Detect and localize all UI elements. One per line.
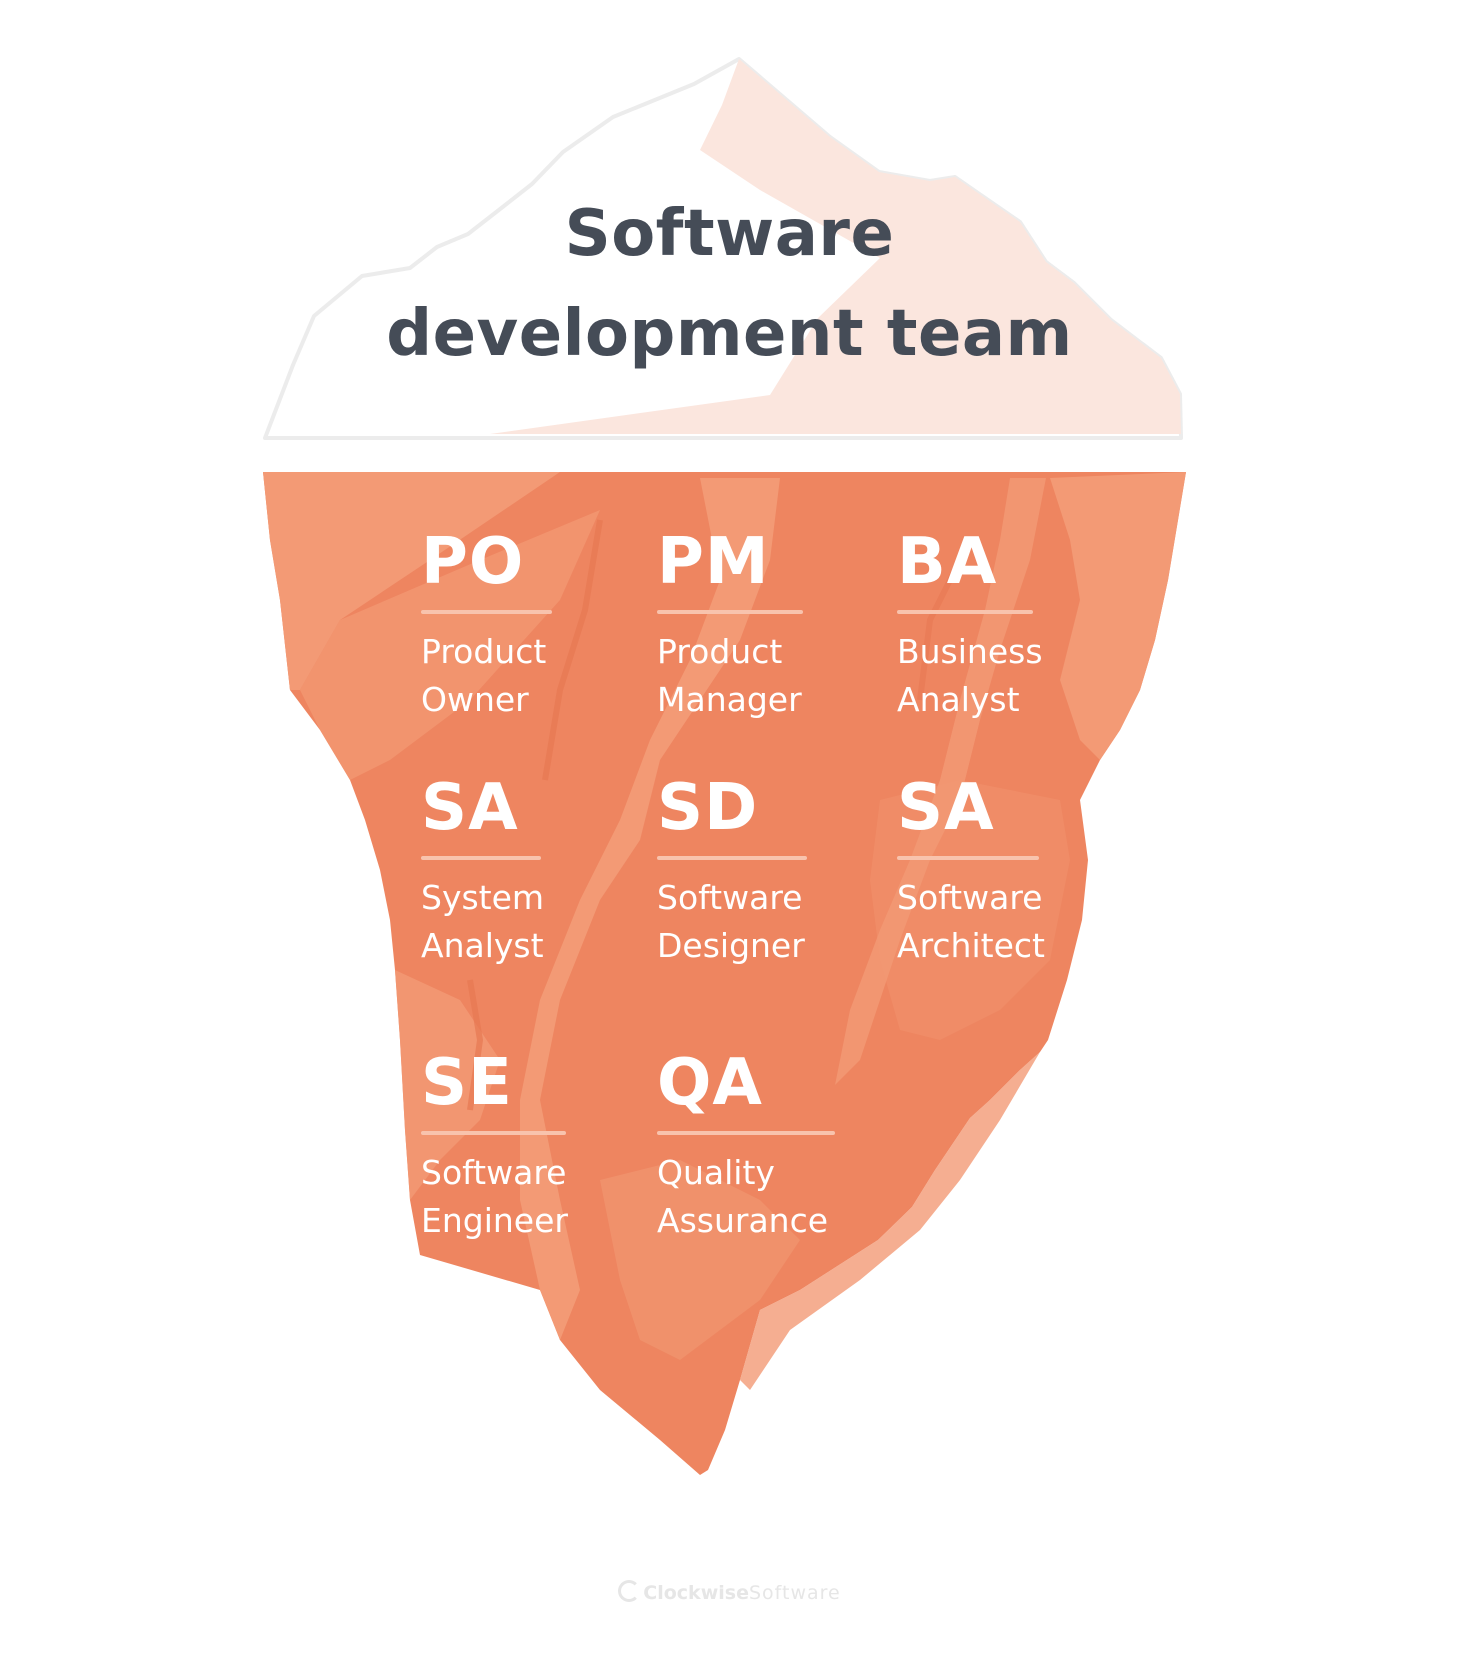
role-name-line-2: Analyst xyxy=(421,926,544,965)
role-quality-assurance: QA Quality Assurance xyxy=(657,1051,835,1245)
role-name: Product Owner xyxy=(421,628,552,724)
role-system-analyst: SA System Analyst xyxy=(421,776,544,970)
role-divider xyxy=(657,1131,835,1135)
role-name-line-2: Manager xyxy=(657,680,802,719)
role-divider xyxy=(421,610,552,614)
role-abbreviation: QA xyxy=(657,1046,763,1120)
role-software-engineer: SE Software Engineer xyxy=(421,1051,568,1245)
role-software-architect: SA Software Architect xyxy=(897,776,1045,970)
role-name-line-1: Business xyxy=(897,632,1043,671)
role-name: System Analyst xyxy=(421,874,544,970)
role-business-analyst: BA Business Analyst xyxy=(897,530,1043,724)
role-name: Product Manager xyxy=(657,628,803,724)
role-abbreviation: BA xyxy=(897,525,998,599)
role-abbreviation: SA xyxy=(421,771,519,845)
role-name-line-2: Assurance xyxy=(657,1201,829,1240)
role-name-line-2: Analyst xyxy=(897,680,1020,719)
role-divider xyxy=(897,856,1039,860)
title-line-2: development team xyxy=(386,297,1073,371)
clockwise-logo-icon xyxy=(618,1580,641,1602)
role-product-owner: PO Product Owner xyxy=(421,530,552,724)
role-divider xyxy=(897,610,1033,614)
role-name: Software Architect xyxy=(897,874,1045,970)
role-abbreviation: SD xyxy=(657,771,759,845)
brand-name-bold: Clockwise xyxy=(643,1582,749,1604)
role-name-line-1: System xyxy=(421,878,545,917)
role-name-line-1: Product xyxy=(657,632,783,671)
role-name-line-2: Architect xyxy=(897,926,1045,965)
role-name-line-2: Designer xyxy=(657,926,805,965)
role-abbreviation: PM xyxy=(657,525,770,599)
title-line-1: Software xyxy=(564,197,895,271)
iceberg-underwater xyxy=(263,472,1186,1475)
role-abbreviation: SE xyxy=(421,1046,513,1120)
role-name-line-1: Software xyxy=(421,1153,567,1192)
role-name: Software Designer xyxy=(657,874,807,970)
role-software-designer: SD Software Designer xyxy=(657,776,807,970)
role-name-line-1: Quality xyxy=(657,1153,775,1192)
role-name-line-1: Product xyxy=(421,632,547,671)
role-divider xyxy=(657,856,807,860)
brand-watermark: ClockwiseSoftware xyxy=(0,1580,1459,1604)
role-name-line-2: Engineer xyxy=(421,1201,568,1240)
role-product-manager: PM Product Manager xyxy=(657,530,803,724)
role-name: Software Engineer xyxy=(421,1149,568,1245)
brand-name-light: Software xyxy=(748,1582,841,1604)
iceberg-tip xyxy=(263,57,1183,440)
role-name-line-1: Software xyxy=(897,878,1043,917)
role-abbreviation: SA xyxy=(897,771,995,845)
role-name: Business Analyst xyxy=(897,628,1043,724)
role-divider xyxy=(657,610,803,614)
role-name-line-1: Software xyxy=(657,878,803,917)
role-abbreviation: PO xyxy=(421,525,525,599)
role-divider xyxy=(421,856,541,860)
role-name: Quality Assurance xyxy=(657,1149,835,1245)
role-divider xyxy=(421,1131,566,1135)
role-name-line-2: Owner xyxy=(421,680,529,719)
